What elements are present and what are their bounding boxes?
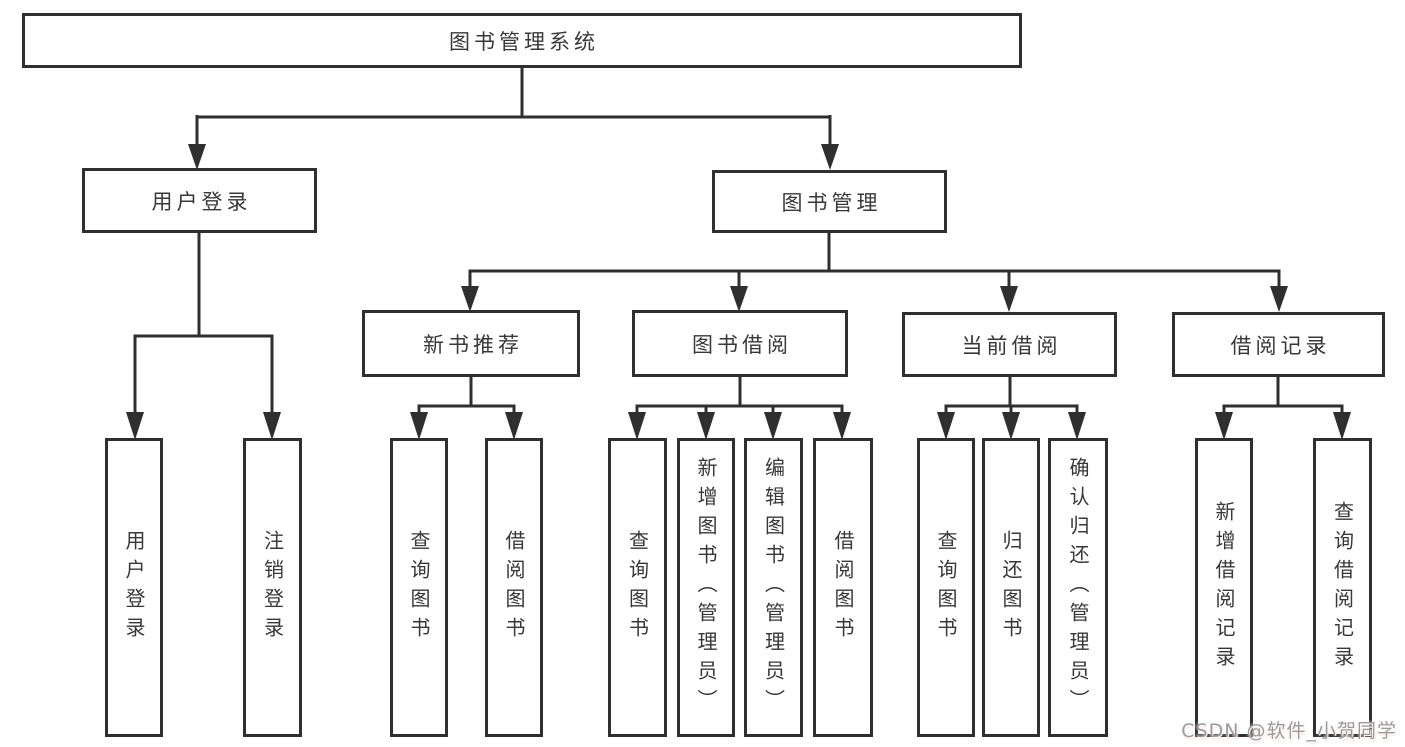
leaf-records-query-record: 查询借阅记录 bbox=[1313, 438, 1372, 737]
leaf-user-login-label: 用户登录 bbox=[122, 529, 146, 646]
leaf-logout: 注销登录 bbox=[243, 438, 302, 737]
leaf-records-add-record: 新增借阅记录 bbox=[1195, 438, 1253, 737]
node-new-book-recommend: 新书推荐 bbox=[362, 310, 580, 377]
node-borrow-records-label: 借阅记录 bbox=[1230, 333, 1331, 358]
node-book-mgmt: 图书管理 bbox=[712, 170, 947, 233]
leaf-current-return-books-label: 归还图书 bbox=[999, 529, 1023, 646]
connectors-user-login bbox=[133, 233, 274, 416]
connector-path bbox=[1222, 377, 1344, 416]
leaf-borrow-add-books-admin-label: 新增图书（管理员） bbox=[694, 457, 718, 718]
connectors-user-login-arrowheads bbox=[126, 412, 281, 440]
leaf-recommend-query-books-label: 查询图书 bbox=[407, 529, 431, 646]
connector-path bbox=[417, 377, 516, 416]
arrowhead-icon bbox=[833, 412, 851, 440]
arrowhead-icon bbox=[263, 412, 281, 440]
arrowhead-icon bbox=[1333, 412, 1351, 440]
arrowhead-icon bbox=[461, 286, 479, 312]
leaf-borrow-query-books: 查询图书 bbox=[608, 438, 667, 737]
connector-path bbox=[635, 377, 844, 416]
leaf-current-return-books: 归还图书 bbox=[982, 438, 1040, 737]
connectors-book-mgmt bbox=[468, 233, 1281, 290]
connector-path bbox=[133, 233, 274, 416]
leaf-records-query-record-label: 查询借阅记录 bbox=[1330, 500, 1355, 675]
connectors-root-arrowheads bbox=[188, 144, 839, 170]
connector-path bbox=[944, 377, 1079, 416]
arrowhead-icon bbox=[730, 286, 748, 312]
leaf-recommend-query-books: 查询图书 bbox=[390, 438, 448, 737]
leaf-current-query-books: 查询图书 bbox=[917, 438, 975, 737]
arrowhead-icon bbox=[410, 412, 428, 440]
connectors-book-borrow-arrowheads bbox=[628, 412, 851, 440]
arrowhead-icon bbox=[188, 144, 206, 170]
node-library-system-label: 图书管理系统 bbox=[449, 29, 599, 54]
arrowhead-icon bbox=[764, 412, 782, 440]
arrowhead-icon bbox=[1068, 412, 1086, 440]
leaf-recommend-borrow-books: 借阅图书 bbox=[485, 438, 543, 737]
arrowhead-icon bbox=[937, 412, 955, 440]
connectors-book-mgmt-arrowheads bbox=[461, 286, 1288, 312]
node-book-borrow: 图书借阅 bbox=[632, 310, 848, 377]
leaf-current-confirm-return-admin: 确认归还（管理员） bbox=[1048, 438, 1108, 737]
arrowhead-icon bbox=[697, 412, 715, 440]
arrowhead-icon bbox=[126, 412, 144, 440]
csdn-watermark: CSDN @软件_小贺同学 bbox=[1181, 720, 1397, 742]
connectors-recommend-arrowheads bbox=[410, 412, 523, 440]
leaf-borrow-add-books-admin: 新增图书（管理员） bbox=[677, 438, 735, 737]
connectors-borrow-records-arrowheads bbox=[1215, 412, 1351, 440]
connectors-root-split bbox=[195, 68, 832, 148]
connector-path bbox=[195, 68, 832, 148]
leaf-current-query-books-label: 查询图书 bbox=[934, 529, 958, 646]
leaf-borrow-edit-books-admin-label: 编辑图书（管理员） bbox=[761, 457, 786, 718]
arrowhead-icon bbox=[821, 144, 839, 170]
node-user-login-label: 用户登录 bbox=[151, 189, 252, 214]
node-current-borrow-label: 当前借阅 bbox=[961, 333, 1062, 358]
node-user-login: 用户登录 bbox=[82, 168, 317, 233]
arrowhead-icon bbox=[1002, 412, 1020, 440]
arrowhead-icon bbox=[1000, 286, 1018, 312]
leaf-recommend-borrow-books-label: 借阅图书 bbox=[502, 529, 526, 646]
connectors-book-borrow bbox=[635, 377, 844, 416]
connectors-current-borrow bbox=[944, 377, 1079, 416]
arrowhead-icon bbox=[505, 412, 523, 440]
node-current-borrow: 当前借阅 bbox=[902, 312, 1117, 377]
connectors-recommend bbox=[417, 377, 516, 416]
node-new-book-recommend-label: 新书推荐 bbox=[423, 332, 523, 357]
connectors-borrow-records bbox=[1222, 377, 1344, 416]
arrowhead-icon bbox=[628, 412, 646, 440]
node-library-system: 图书管理系统 bbox=[22, 13, 1022, 68]
leaf-user-login: 用户登录 bbox=[105, 438, 163, 737]
leaf-current-confirm-return-admin-label: 确认归还（管理员） bbox=[1066, 457, 1090, 718]
arrowhead-icon bbox=[1270, 286, 1288, 312]
leaf-borrow-query-books-label: 查询图书 bbox=[625, 529, 650, 646]
leaf-records-add-record-label: 新增借阅记录 bbox=[1212, 500, 1236, 675]
node-borrow-records: 借阅记录 bbox=[1172, 312, 1385, 377]
leaf-borrow-edit-books-admin: 编辑图书（管理员） bbox=[744, 438, 803, 737]
node-book-borrow-label: 图书借阅 bbox=[692, 332, 792, 357]
connector-path bbox=[468, 233, 1281, 290]
arrowhead-icon bbox=[1215, 412, 1233, 440]
node-book-mgmt-label: 图书管理 bbox=[781, 190, 882, 215]
leaf-borrow-borrow-books: 借阅图书 bbox=[813, 438, 873, 737]
connectors-current-borrow-arrowheads bbox=[937, 412, 1086, 440]
leaf-logout-label: 注销登录 bbox=[260, 529, 285, 646]
leaf-borrow-borrow-books-label: 借阅图书 bbox=[831, 529, 855, 646]
